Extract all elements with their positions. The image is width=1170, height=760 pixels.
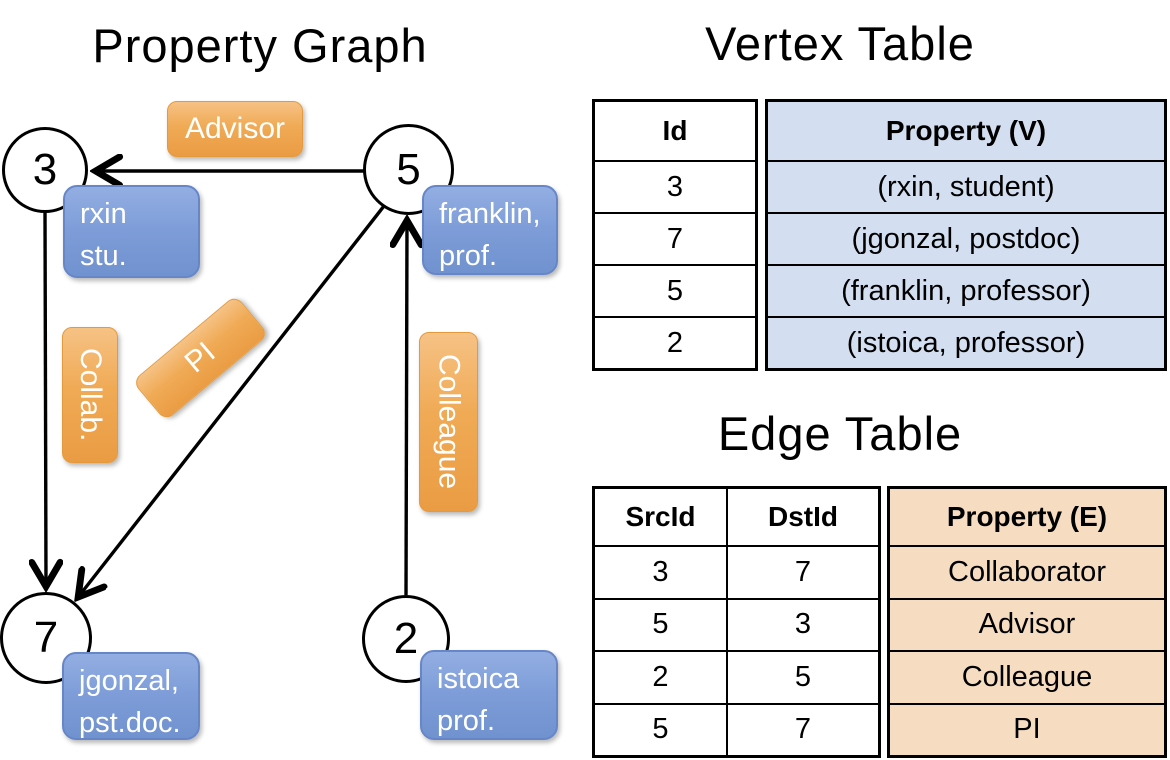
edge-table-src-cell: 3: [595, 545, 726, 598]
node-2-id: 2: [393, 614, 419, 663]
edge-table-property-cell: Colleague: [890, 650, 1164, 703]
node-3-property-line2: stu.: [80, 240, 127, 273]
node-7-id: 7: [33, 613, 59, 662]
edge-5-to-7: [79, 204, 386, 596]
node-5-id: 5: [396, 144, 421, 194]
edge-table-src-cell: 5: [595, 597, 726, 651]
edge-table-title: Edge Table: [717, 407, 963, 460]
edge-table-id-columns: SrcId DstId 3 7 5 3 2 5 5 7: [592, 486, 881, 758]
edge-table-dst-cell: 3: [726, 597, 878, 650]
node-3-property-line1: rxin: [80, 198, 127, 230]
vertex-table-id-column: Id 3 7 5 2: [592, 99, 758, 371]
edge-2-to-5: [406, 222, 407, 596]
vertex-table-id-cell: 5: [595, 264, 755, 316]
node-5-property-line1: franklin,: [439, 198, 541, 230]
node-2-property-line1: istoica: [437, 663, 520, 695]
edge-table-src-cell: 5: [595, 702, 726, 756]
node-7-property-box: jgonzal, pst.doc.: [62, 652, 200, 740]
edge-table-dst-cell: 7: [726, 545, 878, 598]
edge-table-header-srcid: SrcId: [625, 501, 696, 532]
property-graph-title: Property Graph: [92, 19, 428, 72]
edge-table-property-cell: PI: [890, 702, 1164, 755]
node-5-property-line2: prof.: [439, 240, 498, 273]
vertex-table-title: Vertex Table: [705, 17, 975, 70]
edge-label-advisor: Advisor: [167, 101, 303, 157]
node-7-property-line2: pst.doc.: [79, 707, 181, 740]
node-3-property-box: rxin stu.: [63, 185, 200, 278]
graph-node-5: 5: [363, 124, 454, 215]
edge-table-dst-cell: 5: [726, 650, 878, 703]
node-7-property-line1: jgonzal,: [79, 665, 179, 697]
edge-3-to-7: [45, 211, 46, 585]
edge-table-header-dstid: DstId: [726, 489, 878, 545]
vertex-table-id-cell: 3: [595, 160, 755, 212]
vertex-table-property-cell: (rxin, student): [768, 160, 1164, 212]
node-3-id: 3: [32, 145, 58, 194]
graph-edges-svg: [0, 0, 585, 760]
edge-label-collaborator: Collab.: [62, 327, 118, 463]
edge-table-property-cell: Collaborator: [890, 545, 1164, 598]
vertex-table-property-cell: (franklin, professor): [768, 264, 1164, 316]
edge-table-property-cell: Advisor: [890, 597, 1164, 650]
node-2-property-line2: prof.: [437, 705, 496, 738]
vertex-table-property-cell: (jgonzal, postdoc): [768, 212, 1164, 264]
node-5-property-box: franklin, prof.: [422, 185, 558, 275]
vertex-table-id-cell: 2: [595, 316, 755, 368]
vertex-table-header-property: Property (V): [768, 102, 1164, 160]
vertex-table-id-cell: 7: [595, 212, 755, 264]
vertex-table-header-id: Id: [662, 115, 688, 146]
edge-table-src-cell: 2: [595, 650, 726, 703]
vertex-table-property-cell: (istoica, professor): [768, 316, 1164, 368]
graph-node-2: 2: [362, 595, 450, 683]
node-2-property-box: istoica prof.: [420, 650, 558, 740]
edge-label-colleague: Colleague: [419, 332, 478, 512]
edge-table-dst-cell: 7: [726, 702, 878, 755]
edge-table-header-property: Property (E): [890, 489, 1164, 545]
vertex-table-property-column: Property (V) (rxin, student) (jgonzal, p…: [765, 99, 1167, 371]
edge-table-property-column: Property (E) Collaborator Advisor Collea…: [887, 486, 1167, 758]
